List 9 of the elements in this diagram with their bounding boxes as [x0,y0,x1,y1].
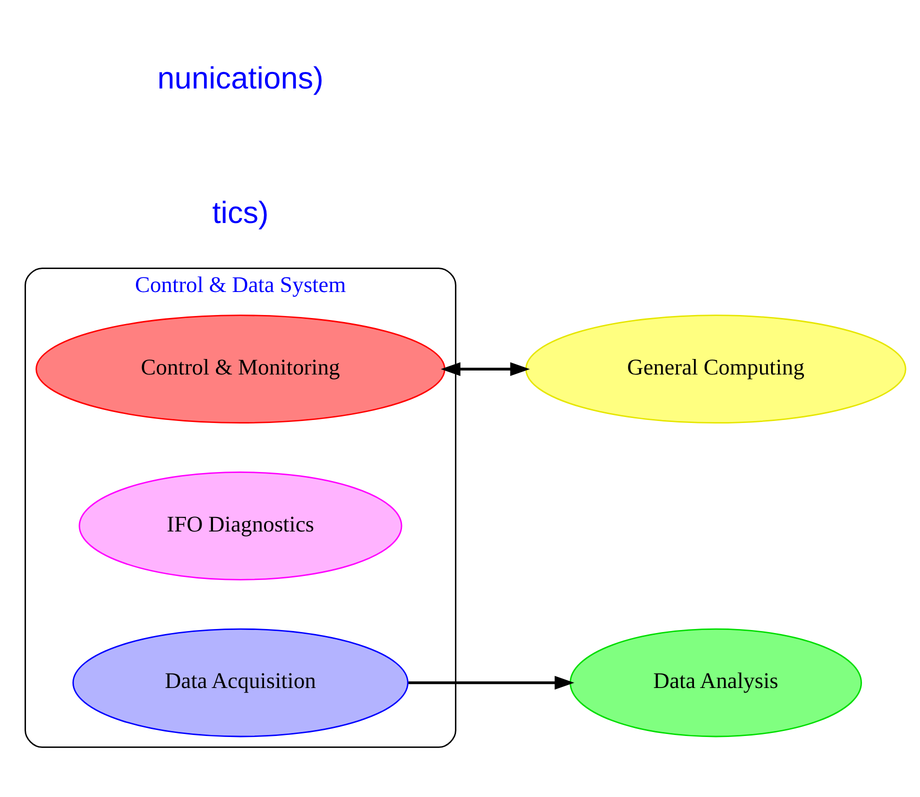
label: nunications) [157,60,324,96]
node-ellipse: General Computing [525,314,906,424]
node-ellipse: Data Analysis [570,628,862,738]
node-ellipse: Data Acquisition [72,628,408,738]
arrow [440,362,530,376]
node-ellipse: IFO Diagnostics [78,472,402,580]
label: tics) [212,194,269,230]
node-ellipse: Control & Monitoring [36,314,446,424]
arrow [408,676,574,690]
